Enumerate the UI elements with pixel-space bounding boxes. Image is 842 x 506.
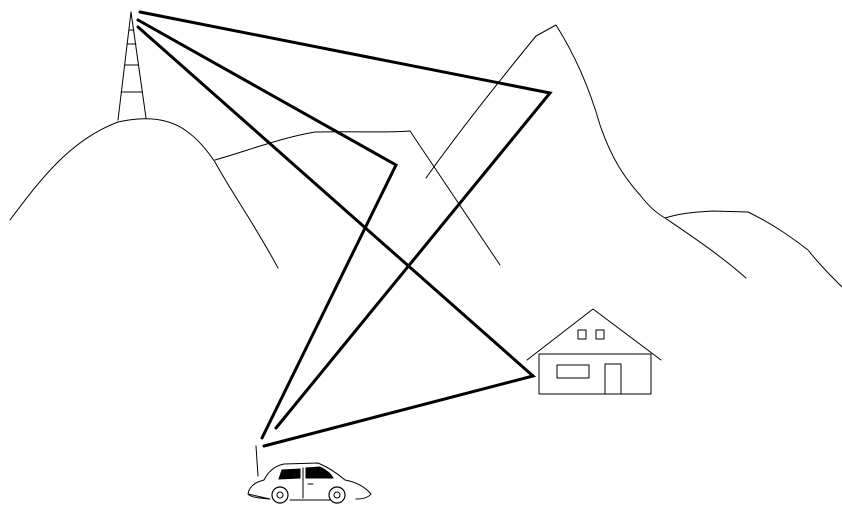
propagation-paths (138, 12, 550, 446)
car-antenna (256, 446, 258, 476)
house-window (557, 365, 589, 378)
house-icon (527, 309, 661, 394)
house-roof (527, 309, 661, 360)
path-via-house (138, 27, 533, 446)
path-via-ground (138, 20, 396, 438)
house-window-upper-right (596, 330, 604, 339)
terrain (10, 25, 842, 287)
car-window-front (279, 469, 300, 479)
tower-frame (118, 12, 146, 120)
left-hill-outline (10, 119, 278, 268)
radio-tower-icon (118, 12, 146, 120)
path-via-mountain-peak (140, 12, 550, 428)
car-wheel-rear (329, 487, 345, 503)
house-window-upper-left (578, 330, 586, 339)
house-door (605, 364, 621, 394)
mountain-slope-line (665, 218, 746, 278)
car-wheel-front (272, 487, 288, 503)
car-icon (248, 446, 371, 503)
house-body (539, 354, 651, 394)
